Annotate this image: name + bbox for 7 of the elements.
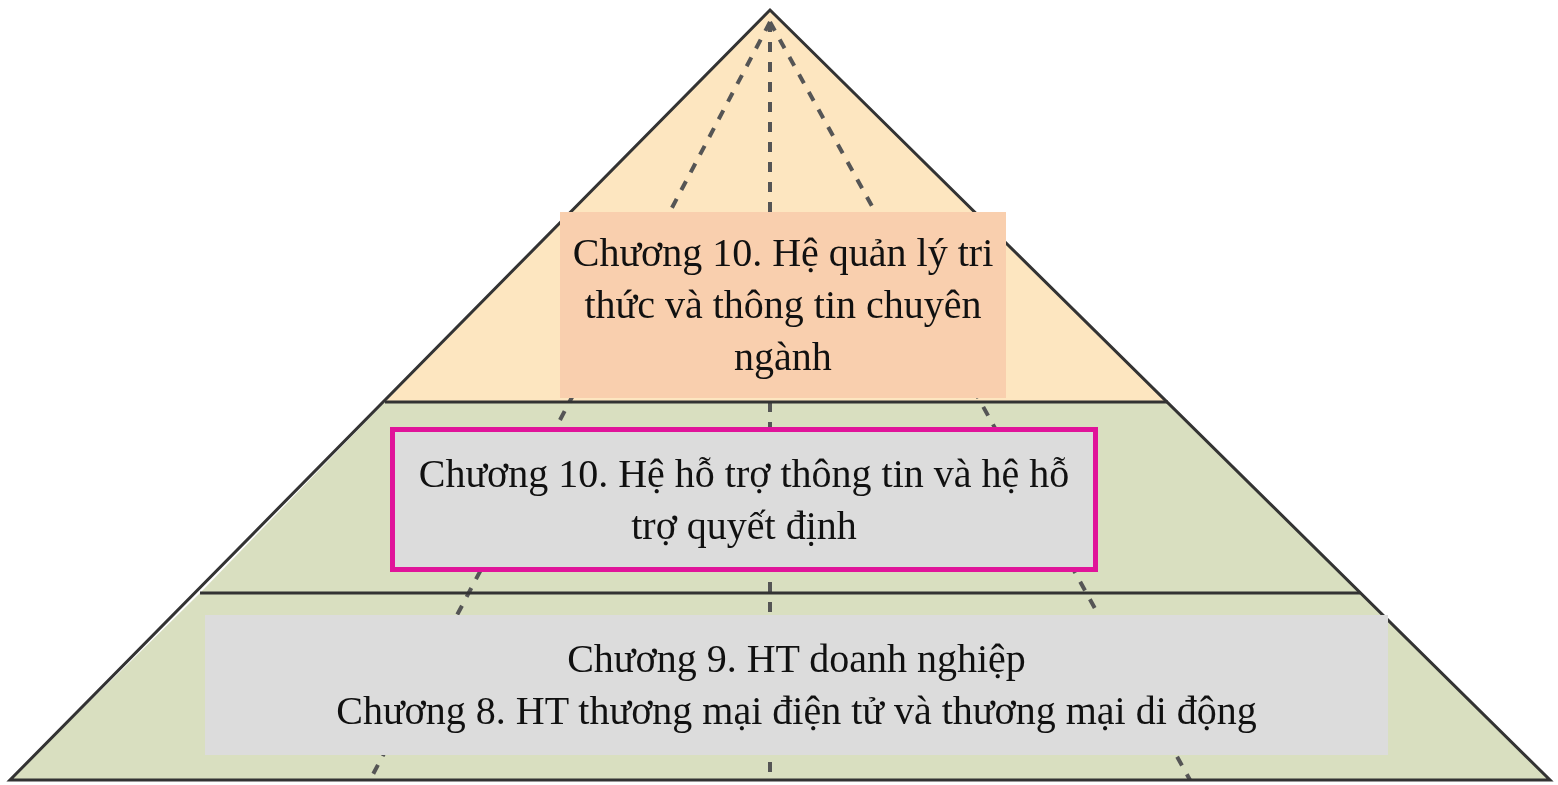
- text-panel: [390, 427, 1098, 572]
- text-panel: [560, 212, 1006, 398]
- panel-text: Chương 10. Hệ hỗ trợ thông tin và hệ hỗ trợ quyết định: [417, 449, 1071, 550]
- panel-text: Chương 10. Hệ quản lý tri thức và thông tin chuyên ngành: [571, 229, 995, 381]
- panel-text: Chương 9. HT doanh nghiệp: [567, 635, 1026, 683]
- panel-text: Chương 8. HT thương mại điện tử và thương mại di động: [336, 687, 1257, 735]
- text-panel: [205, 615, 1388, 755]
